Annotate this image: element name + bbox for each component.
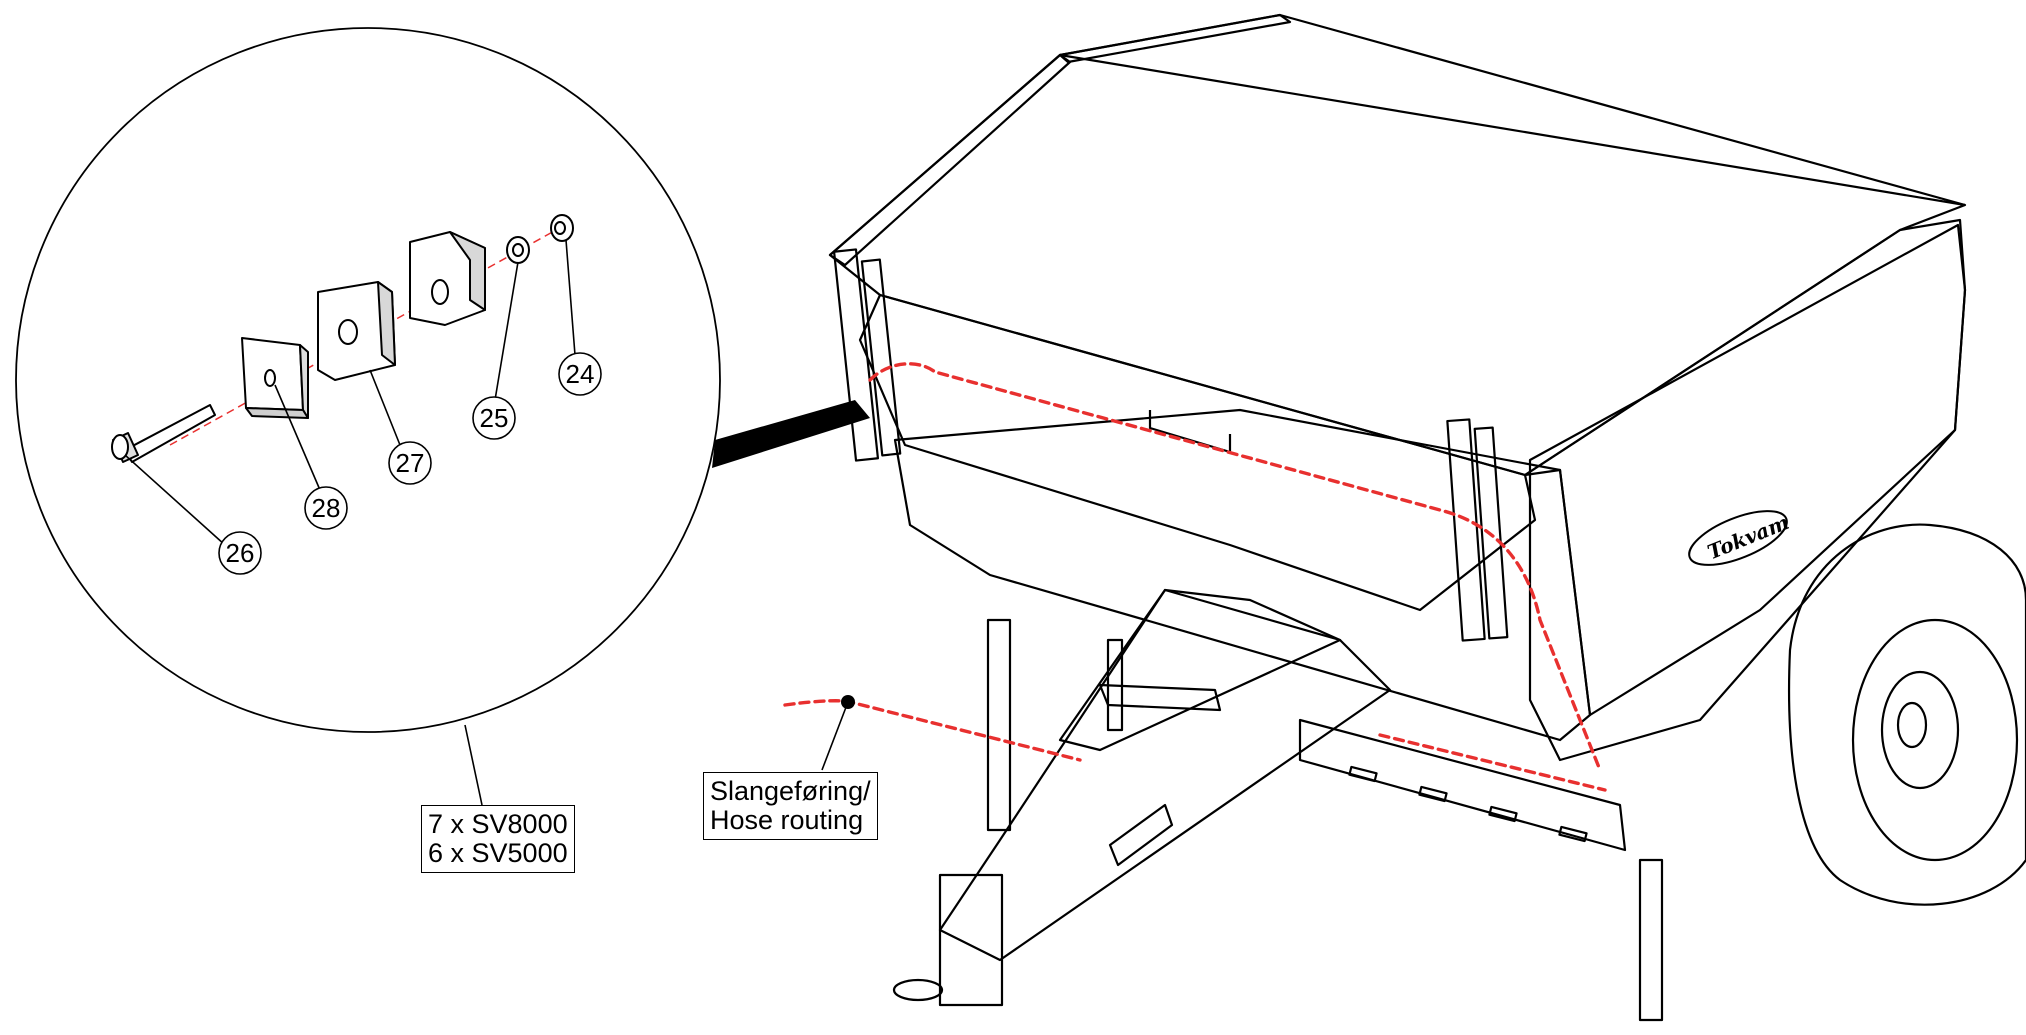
- hinge-arm-left-2: [860, 258, 902, 457]
- hitch-plate: [938, 873, 1004, 1007]
- lid-top-strip: [1058, 13, 1292, 64]
- leader-25: [494, 261, 519, 401]
- hub-cap: [1896, 701, 1928, 749]
- detail-connector: [712, 400, 870, 468]
- side-panel: [1528, 223, 1967, 762]
- leader-26: [124, 454, 226, 546]
- bolt-part: [111, 404, 216, 463]
- agitator-comb: [1098, 683, 1222, 712]
- lid-front-strip: [828, 53, 1072, 267]
- hinge-arm-right-2: [1473, 426, 1509, 640]
- leg-right: [1638, 858, 1664, 1022]
- quantity-note-line1: 7 x SV8000: [428, 809, 568, 839]
- tow-eye: [892, 978, 944, 1002]
- hose-label-leader: [821, 701, 849, 771]
- right-upper-panel: [1523, 218, 1967, 717]
- hinge-arm-right: [1446, 418, 1486, 642]
- callout-25: 25: [472, 396, 516, 440]
- leader-27: [369, 369, 401, 446]
- hose-routing-label-box: Slangeføring/ Hose routing: [703, 772, 878, 840]
- callout-24-label: 24: [566, 359, 595, 389]
- nut-part: [550, 214, 574, 242]
- callout-27: 27: [388, 441, 432, 485]
- quantity-note-line2: 6 x SV5000: [428, 838, 568, 868]
- square-washer-part: [241, 337, 309, 419]
- hopper-front-upper: [858, 293, 1537, 612]
- lower-bar-slots: [1348, 765, 1588, 843]
- hinge-arm-left: [832, 248, 880, 462]
- hopper-front-lower: [893, 408, 1592, 742]
- spreader-machine: Tokvam: [828, 13, 2026, 1022]
- hose-routing: [783, 362, 1607, 792]
- callout-28: 28: [304, 486, 348, 530]
- washer-part: [506, 236, 530, 264]
- leader-24: [565, 239, 576, 356]
- wheel-rim: [1851, 618, 2019, 862]
- hose-routing-label-line2: Hose routing: [710, 805, 864, 835]
- leg-left: [986, 618, 1012, 832]
- callout-26: 26: [218, 531, 262, 575]
- leader-28: [274, 384, 321, 491]
- tow-beam-top: [1058, 588, 1342, 752]
- detail-circle: [15, 27, 721, 733]
- callout-27-label: 27: [396, 448, 425, 478]
- wheel-fender: [1787, 523, 2026, 906]
- hose-path-upper: [868, 362, 1602, 772]
- quantity-note-box: 7 x SV8000 6 x SV5000: [421, 805, 575, 873]
- clamp-block-lower-part: [317, 281, 396, 381]
- callout-24: 24: [558, 352, 602, 396]
- quantity-note-leader: [464, 724, 483, 806]
- clamp-block-upper-part: [409, 231, 486, 326]
- callout-25-label: 25: [480, 403, 509, 433]
- brand-logo: Tokvam: [1688, 510, 1792, 566]
- wheel-hub: [1880, 670, 1960, 790]
- callout-28-label: 28: [312, 493, 341, 523]
- tow-beam: [938, 588, 1392, 962]
- detail-view: 24 25 26 27 28: [15, 27, 870, 806]
- beam-cutout: [1108, 803, 1174, 867]
- lid-ridge: [1059, 53, 1966, 207]
- lower-bar: [1298, 718, 1627, 852]
- hopper-lid: [828, 13, 1967, 477]
- hose-routing-label-line1: Slangeføring/: [710, 776, 871, 806]
- hose-path-lower: [783, 699, 1607, 792]
- callout-26-label: 26: [226, 538, 255, 568]
